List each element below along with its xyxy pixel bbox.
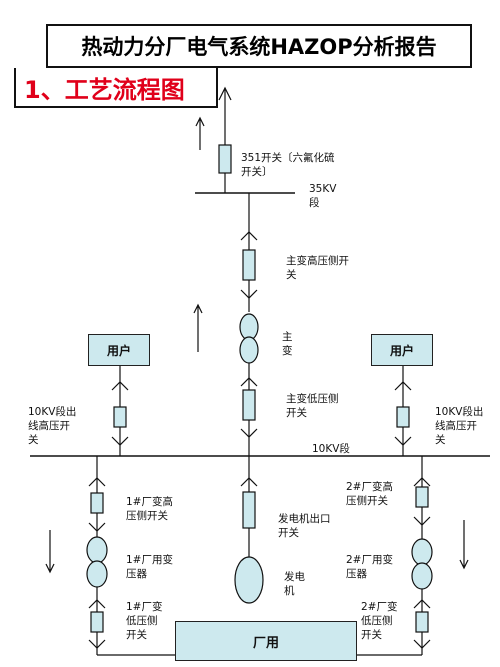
up-arrow-middle — [193, 303, 203, 352]
bus-35kv-label: 35KV 段 — [309, 183, 337, 209]
left-feeder-chain — [111, 366, 129, 456]
down-arrow-left — [45, 530, 55, 574]
report-title: 热动力分厂电气系统HAZOP分析报告 — [46, 24, 472, 68]
user-box-left: 用户 — [88, 334, 150, 366]
bus-10kv-label: 10KV段 — [312, 443, 350, 455]
main-tx-label: 主 变 — [282, 331, 293, 357]
st2-lv-switch-label: 2#厂变 低压侧 开关 — [361, 601, 398, 641]
gen-breaker-label: 发电机出口 开关 — [278, 513, 331, 539]
st1-hv-switch-label: 1#厂变高 压侧开关 — [126, 496, 173, 522]
main-transformer-chain — [240, 193, 258, 312]
sf6-switch-label: 351开关〔六氟化硫 开关〕 — [241, 152, 335, 178]
st1-lv-switch-label: 1#厂变 低压侧 开关 — [126, 601, 163, 641]
up-arrow-top — [195, 116, 205, 150]
down-arrow-right — [459, 520, 469, 570]
st2-chain — [357, 456, 433, 656]
main-transformer — [239, 313, 259, 364]
generator-label: 发电 机 — [284, 571, 305, 597]
main-tx-hv-switch-label: 主变高压侧开 关 — [286, 255, 349, 281]
section-heading: 1、工艺流程图 — [14, 68, 218, 108]
st2-tx-label: 2#厂用变 压器 — [346, 554, 393, 580]
station-use-box: 厂用 — [175, 621, 357, 661]
sf6-switch — [218, 144, 232, 193]
user-box-right: 用户 — [371, 334, 433, 366]
st1-chain — [86, 456, 175, 656]
generator-chain — [234, 456, 264, 604]
left-feeder-label: 10KV段出 线高压开 关 — [28, 406, 77, 446]
st2-hv-switch-label: 2#厂变高 压侧开关 — [346, 481, 393, 507]
right-feeder-label: 10KV段出 线高压开 关 — [435, 406, 484, 446]
main-tx-lv-chain — [240, 363, 258, 456]
outgoing-line-top — [218, 86, 232, 145]
main-tx-lv-switch-label: 主变低压侧 开关 — [286, 393, 339, 419]
right-feeder-chain — [394, 366, 412, 456]
st1-tx-label: 1#厂用变 压器 — [126, 554, 173, 580]
